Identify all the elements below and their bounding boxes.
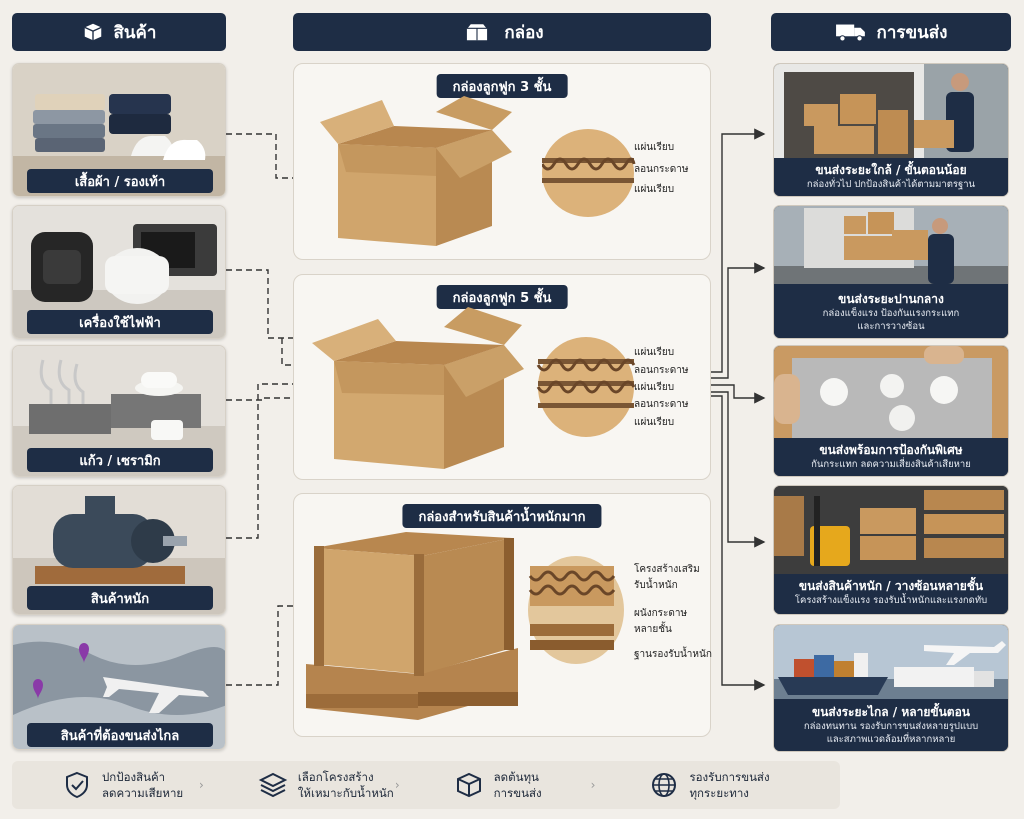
benefit-line2: ทุกระยะทาง bbox=[689, 786, 749, 800]
layer-label: แผ่นเรียบ bbox=[634, 382, 675, 393]
shipping-title: ขนส่งระยะใกล้ / ขั้นตอนน้อย bbox=[815, 163, 967, 177]
shipping-label: ขนส่งพร้อมการป้องกันพิเศษ กันกระแทก ลดคว… bbox=[774, 438, 1008, 476]
box-panel-3ply[interactable]: กล่องลูกฟูก 3 ชั้น แผ่นเรียบ ลอนกระดาษ แ… bbox=[293, 63, 711, 260]
shipping-card-medium[interactable]: ขนส่งระยะปานกลาง กล่องแข็งแรง ป้องกันแรง… bbox=[773, 205, 1009, 339]
layer-label: โครงสร้างเสริม bbox=[634, 564, 700, 575]
layer-label: หลายชั้น bbox=[634, 624, 672, 635]
forklift-warehouse-image bbox=[774, 486, 1008, 576]
products-header-text: สินค้า bbox=[113, 22, 157, 43]
shipping-subtitle: กล่องทนทาน รองรับการขนส่งหลายรูปแบบ bbox=[803, 721, 979, 732]
arrow-to-special bbox=[711, 384, 766, 404]
box-title: กล่องลูกฟูก 3 ชั้น bbox=[436, 74, 568, 98]
shipping-card-special[interactable]: ขนส่งพร้อมการป้องกันพิเศษ กันกระแทก ลดคว… bbox=[773, 345, 1009, 477]
benefit-structure: เลือกโครงสร้างให้เหมาะกับน้ำหนัก bbox=[208, 769, 415, 801]
product-label: สินค้าที่ต้องขนส่งไกล bbox=[27, 723, 213, 747]
arrow-to-short bbox=[711, 128, 766, 373]
benefit-cost: ลดต้นทุนการขนส่ง bbox=[404, 769, 611, 801]
truck-loading-image bbox=[774, 206, 1008, 286]
shipping-label: ขนส่งระยะปานกลาง กล่องแข็งแรง ป้องกันแรง… bbox=[774, 284, 1008, 338]
footer-separator: › bbox=[590, 778, 596, 792]
shipping-header-text: การขนส่ง bbox=[876, 22, 948, 43]
shipping-title: ขนส่งสินค้าหนัก / วางซ้อนหลายชั้น bbox=[798, 579, 984, 593]
footer-separator: › bbox=[394, 778, 400, 792]
box-icon bbox=[84, 23, 102, 41]
heavy-duty-box-pallet-image bbox=[306, 532, 518, 720]
shipping-header: การขนส่ง bbox=[771, 13, 1011, 51]
benefit-protect: ปกป้องสินค้าลดความเสียหาย bbox=[12, 769, 219, 801]
box-panel-heavy[interactable]: กล่องสำหรับสินค้าน้ำหนักมาก โครงสร้างเสร… bbox=[293, 493, 712, 737]
heavy-wall-swatch bbox=[528, 556, 624, 664]
corrugated-5ply-swatch bbox=[536, 337, 636, 437]
shipping-subtitle-2: และการวางซ้อน bbox=[857, 321, 925, 332]
layer-label: แผ่นเรียบ bbox=[634, 142, 675, 153]
shipping-subtitle: กล่องแข็งแรง ป้องกันแรงกระแทก bbox=[822, 308, 960, 319]
benefit-line1: ปกป้องสินค้า bbox=[102, 770, 166, 784]
benefit-line1: เลือกโครงสร้าง bbox=[297, 770, 374, 784]
shipping-label: ขนส่งระยะไกล / หลายขั้นตอน กล่องทนทาน รอ… bbox=[774, 699, 1008, 751]
shipping-subtitle: โครงสร้างแข็งแรง รองรับน้ำหนักและแรงกดทั… bbox=[794, 595, 988, 606]
foam-insert-image bbox=[774, 346, 1008, 440]
box-icon bbox=[456, 772, 481, 798]
layer-label: ลอนกระดาษ bbox=[634, 399, 689, 410]
layers-icon bbox=[258, 772, 288, 798]
shipping-title: ขนส่งระยะปานกลาง bbox=[838, 292, 944, 306]
shipping-card-short[interactable]: ขนส่งระยะใกล้ / ขั้นตอนน้อย กล่องทั่วไป … bbox=[773, 63, 1009, 197]
product-label: สินค้าหนัก bbox=[27, 586, 213, 610]
shipping-title: ขนส่งพร้อมการป้องกันพิเศษ bbox=[819, 443, 963, 457]
shipping-card-heavy[interactable]: ขนส่งสินค้าหนัก / วางซ้อนหลายชั้น โครงสร… bbox=[773, 485, 1009, 615]
product-card-heavy[interactable]: สินค้าหนัก bbox=[12, 485, 226, 615]
shipping-title: ขนส่งระยะไกล / หลายขั้นตอน bbox=[812, 705, 970, 719]
arrow-to-long bbox=[711, 395, 766, 691]
shipping-subtitle-2: และสภาพแวดล้อมที่หลากหลาย bbox=[826, 734, 956, 745]
layer-label: ฐานรองรับน้ำหนัก bbox=[634, 649, 712, 660]
benefit-line1: ลดต้นทุน bbox=[493, 770, 539, 784]
arrow-to-heavy bbox=[711, 391, 766, 548]
product-label: เครื่องใช้ไฟฟ้า bbox=[27, 310, 213, 334]
shipping-label: ขนส่งระยะใกล้ / ขั้นตอนน้อย กล่องทั่วไป … bbox=[774, 158, 1008, 196]
box-title: กล่องสำหรับสินค้าน้ำหนักมาก bbox=[402, 504, 602, 528]
layer-label: แผ่นเรียบ bbox=[634, 417, 675, 428]
box-title: กล่องลูกฟูก 5 ชั้น bbox=[436, 285, 568, 309]
shipping-subtitle: กล่องทั่วไป ปกป้องสินค้าได้ตามมาตรฐาน bbox=[806, 179, 976, 190]
benefit-line2: ให้เหมาะกับน้ำหนัก bbox=[297, 786, 394, 800]
shield-check-icon bbox=[66, 771, 88, 799]
layer-label: ผนังกระดาษ bbox=[634, 608, 688, 619]
globe-icon bbox=[652, 773, 677, 797]
arrow-to-medium bbox=[711, 262, 766, 379]
product-card-long-distance[interactable]: สินค้าที่ต้องขนส่งไกล bbox=[12, 624, 226, 750]
shipping-subtitle: กันกระแทก ลดความเสี่ยงสินค้าเสียหาย bbox=[811, 459, 971, 470]
product-card-glass[interactable]: แก้ว / เซรามิก bbox=[12, 345, 226, 477]
box-panel-5ply[interactable]: กล่องลูกฟูก 5 ชั้น แผ่นเรียบ ลอนกระดาษ แ… bbox=[293, 274, 711, 480]
benefit-distance: รองรับการขนส่งทุกระยะทาง bbox=[599, 769, 806, 801]
open-box-5ply-image bbox=[312, 307, 524, 469]
benefit-line1: รองรับการขนส่ง bbox=[689, 770, 770, 784]
product-label: เสื้อผ้า / รองเท้า bbox=[27, 169, 213, 193]
layer-label: แผ่นเรียบ bbox=[634, 184, 675, 195]
layer-label: แผ่นเรียบ bbox=[634, 347, 675, 358]
benefits-footer: ปกป้องสินค้าลดความเสียหาย › เลือกโครงสร้… bbox=[12, 761, 840, 809]
product-label: แก้ว / เซรามิก bbox=[27, 448, 213, 472]
shipping-label: ขนส่งสินค้าหนัก / วางซ้อนหลายชั้น โครงสร… bbox=[774, 574, 1008, 614]
boxes-header: กล่อง bbox=[293, 13, 711, 51]
truck-icon bbox=[835, 24, 865, 42]
product-card-clothes[interactable]: เสื้อผ้า / รองเท้า bbox=[12, 63, 226, 197]
shipping-card-long[interactable]: ขนส่งระยะไกล / หลายขั้นตอน กล่องทนทาน รอ… bbox=[773, 624, 1009, 752]
boxes-header-text: กล่อง bbox=[504, 22, 544, 43]
open-box-icon bbox=[466, 23, 488, 41]
benefit-line2: ลดความเสียหาย bbox=[102, 786, 184, 800]
ship-truck-plane-image bbox=[774, 625, 1008, 701]
product-card-appliances[interactable]: เครื่องใช้ไฟฟ้า bbox=[12, 205, 226, 339]
footer-separator: › bbox=[199, 778, 204, 792]
products-header: สินค้า bbox=[12, 13, 226, 51]
van-delivery-image bbox=[774, 64, 1008, 160]
corrugated-3ply-swatch bbox=[542, 129, 636, 217]
layer-label: รับน้ำหนัก bbox=[634, 580, 678, 591]
benefit-line2: การขนส่ง bbox=[493, 786, 542, 800]
layer-label: ลอนกระดาษ bbox=[634, 365, 689, 376]
open-box-3ply-image bbox=[320, 96, 512, 246]
layer-label: ลอนกระดาษ bbox=[634, 164, 689, 175]
